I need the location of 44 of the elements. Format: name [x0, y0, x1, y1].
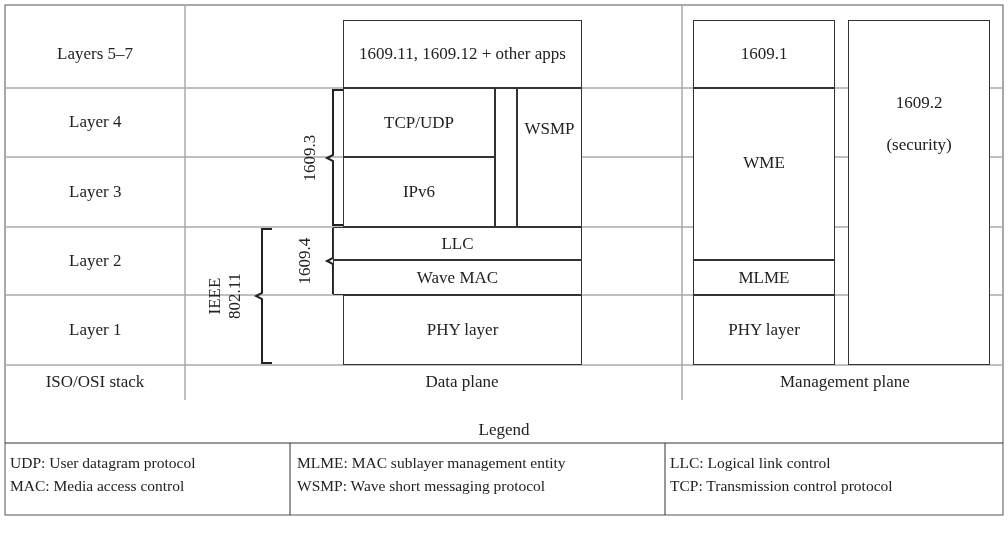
bracket-label: IEEE 802.11	[205, 271, 245, 322]
legend-entry: LLC: Logical link control	[670, 453, 831, 473]
bracket-label: 1609.4	[294, 237, 315, 285]
layer-name: Layer 1	[69, 320, 122, 340]
protocol-box	[517, 88, 582, 227]
legend-entry: MLME: MAC sublayer management entity	[297, 453, 566, 473]
legend-entry: TCP: Transmission control protocol	[670, 476, 893, 496]
legend-entry: WSMP: Wave short messaging protocol	[297, 476, 546, 496]
legend-title: Legend	[478, 420, 530, 440]
protocol-box	[343, 88, 495, 157]
bracket-label: 1609.3	[299, 134, 320, 182]
box-text: MLME	[738, 267, 790, 288]
layer-name: Layers 5–7	[57, 44, 133, 64]
layer-box	[693, 20, 835, 88]
protocol-box	[343, 157, 495, 227]
spacer-bar	[495, 88, 517, 227]
plane-label: Management plane	[780, 372, 910, 392]
box-text: (security)	[886, 135, 952, 155]
box-text: PHY layer	[426, 320, 499, 340]
plane-label: Data plane	[425, 372, 499, 392]
layer-name: Layer 3	[69, 182, 122, 202]
protocol-box	[693, 88, 835, 260]
protocol-box	[333, 227, 582, 260]
box-text: WSMP	[524, 119, 575, 139]
box-text: PHY layer	[728, 320, 800, 340]
box-text: Wave MAC	[416, 267, 499, 288]
legend-entry: UDP: User datagram protocol	[10, 453, 196, 473]
layer-name: Layer 4	[69, 112, 122, 132]
box-text: 1609.1	[740, 44, 788, 64]
box-text: IPv6	[402, 182, 436, 202]
layer-name: Layer 2	[69, 251, 122, 271]
box-text: TCP/UDP	[384, 112, 454, 133]
security-box	[848, 20, 990, 365]
layer-name: ISO/OSI stack	[44, 372, 146, 392]
box-text: LLC	[441, 233, 474, 254]
layer-box	[343, 20, 582, 88]
layer-box	[343, 295, 582, 365]
protocol-box	[333, 260, 582, 295]
box-text: 1609.2	[895, 93, 943, 113]
box-text: 1609.11, 1609.12 + other apps	[359, 44, 566, 64]
box-text: WME	[743, 153, 785, 173]
protocol-box	[693, 260, 835, 295]
legend-entry: MAC: Media access control	[10, 476, 185, 496]
layer-box	[693, 295, 835, 365]
